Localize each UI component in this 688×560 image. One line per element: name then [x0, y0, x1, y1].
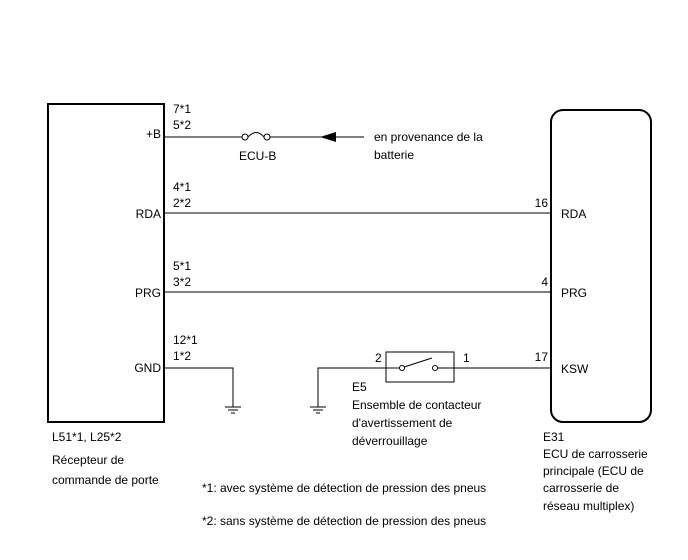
ecu-pin-rda: RDA	[561, 207, 586, 221]
fuse-terminal-left	[241, 133, 249, 141]
pin-number-b-1: 7*1	[173, 102, 191, 116]
switch-name-line3: déverrouillage	[352, 434, 428, 448]
pin-number-gnd-2: 1*2	[173, 349, 191, 363]
battery-label-line1: en provenance de la	[374, 130, 483, 144]
ground-icon-receiver	[225, 406, 241, 414]
switch-name-line2: d'avertissement de	[352, 416, 453, 430]
fuse-terminal-right	[263, 133, 271, 141]
receiver-pin-rda: RDA	[136, 207, 161, 221]
switch-name-line1: Ensemble de contacteur	[352, 398, 481, 412]
pin-number-rda-1: 4*1	[173, 180, 191, 194]
receiver-name-line1: Récepteur de	[52, 453, 124, 467]
pin-number-b-2: 5*2	[173, 118, 191, 132]
ecu-name-line3: carrosserie de	[543, 481, 619, 495]
receiver-name-line2: commande de porte	[52, 473, 159, 487]
ecu-code: E31	[543, 430, 565, 444]
ecu-pin-number-rda: 16	[535, 196, 549, 210]
ecu-name-line4: réseau multiplex)	[543, 499, 634, 513]
ecu-pin-number-ksw: 17	[535, 350, 549, 364]
pin-number-gnd-1: 12*1	[173, 333, 198, 347]
pin-number-prg-2: 3*2	[173, 275, 191, 289]
receiver-connector-code: L51*1, L25*2	[52, 430, 122, 444]
switch-lever-icon	[403, 357, 433, 368]
ecu-pin-ksw: KSW	[561, 362, 589, 376]
receiver-pin-prg: PRG	[135, 286, 161, 300]
switch-contact-left	[399, 365, 405, 371]
ecu-pin-number-prg: 4	[541, 275, 548, 289]
footnote-1: *1: avec système de détection de pressio…	[202, 481, 486, 495]
pin-number-rda-2: 2*2	[173, 196, 191, 210]
wire-switch-ground	[317, 367, 386, 407]
door-control-receiver-box	[47, 103, 165, 423]
receiver-pin-gnd: GND	[134, 361, 161, 375]
wire-gnd	[164, 367, 234, 407]
pin-number-prg-1: 5*1	[173, 259, 191, 273]
battery-label-line2: batterie	[374, 148, 414, 162]
arrow-from-battery-icon	[320, 132, 336, 142]
ecu-name-line2: principale (ECU de	[543, 464, 644, 478]
ground-icon-switch	[310, 406, 326, 414]
receiver-pin-plus-b: +B	[146, 127, 161, 141]
main-body-ecu-box	[550, 109, 652, 423]
switch-pin-right: 1	[463, 351, 470, 365]
ecu-name-line1: ECU de carrosserie	[543, 447, 648, 461]
switch-contact-right	[432, 365, 438, 371]
fuse-icon	[247, 132, 265, 138]
ecu-pin-prg: PRG	[561, 286, 587, 300]
footnote-2: *2: sans système de détection de pressio…	[202, 514, 486, 528]
switch-pin-left: 2	[375, 351, 382, 365]
fuse-label: ECU-B	[239, 149, 276, 163]
switch-code: E5	[352, 380, 367, 394]
unlock-warning-switch-box	[385, 351, 455, 383]
